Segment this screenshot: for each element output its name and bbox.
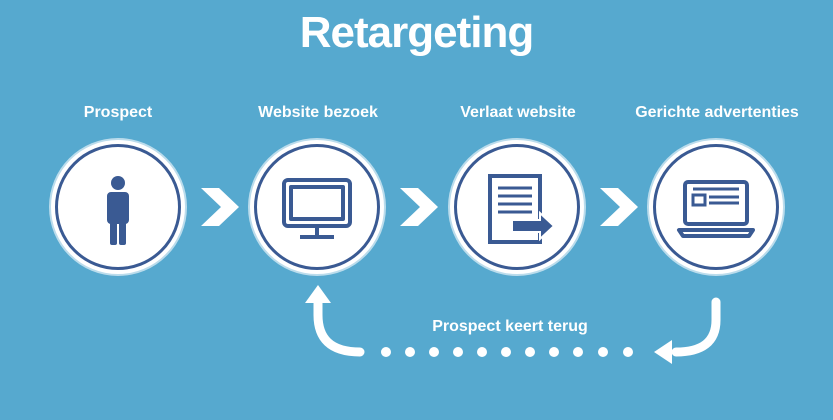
person-icon (107, 176, 129, 245)
step-label-leave-website: Verlaat website (460, 104, 576, 121)
step-label-website-visit: Website bezoek (258, 104, 378, 121)
chevron-right-icon (201, 188, 239, 226)
step-label-prospect: Prospect (83, 104, 153, 121)
step-circle-targeted-ads (649, 140, 783, 274)
step-circle-prospect (51, 140, 185, 274)
document-exit-icon (488, 174, 556, 244)
monitor-icon (282, 178, 352, 239)
laptop-ad-icon (677, 180, 755, 238)
chevron-right-icon (600, 188, 638, 226)
step-circle-website-visit (250, 140, 384, 274)
diagram-title: Retargeting (299, 8, 534, 57)
return-label: Prospect keert terug (432, 318, 588, 335)
chevron-right-icon (400, 188, 438, 226)
step-circle-leave-website (450, 140, 584, 274)
step-label-targeted-ads: Gerichte advertenties (635, 104, 799, 121)
